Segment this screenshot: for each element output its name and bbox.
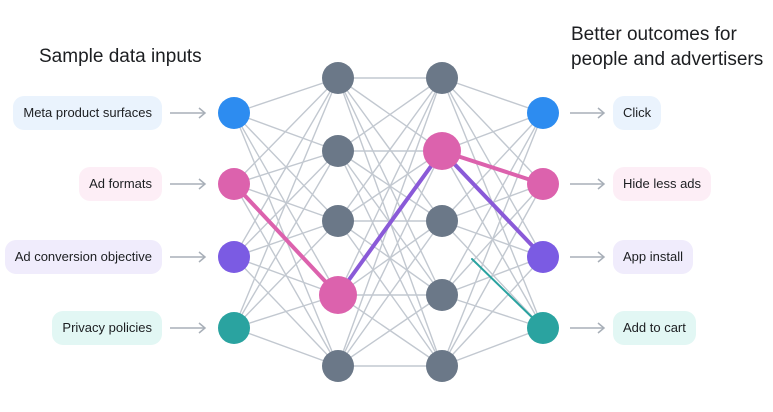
output-arrow-3-head [597, 322, 606, 334]
output-arrow-2-head [597, 251, 606, 263]
edge [233, 77, 339, 185]
edge [337, 77, 443, 152]
hidden-node [426, 350, 458, 382]
hidden-node-active [319, 276, 357, 314]
output-arrow-0-head [597, 107, 606, 119]
input-chip-ad-conversion-objective: Ad conversion objective [4, 240, 162, 274]
edge [337, 150, 443, 367]
edge [441, 327, 544, 367]
edge [337, 220, 443, 367]
edge [441, 77, 544, 185]
outputs-heading: Better outcomes for people and advertise… [571, 22, 763, 72]
hidden-node [426, 205, 458, 237]
edge [441, 77, 544, 114]
edge [441, 183, 544, 367]
input-node [218, 241, 250, 273]
edge [441, 112, 544, 367]
edge [233, 112, 339, 152]
inputs-heading: Sample data inputs [39, 46, 202, 67]
input-chip-privacy-policies: Privacy policies [52, 311, 162, 345]
input-node [218, 97, 250, 129]
highlight-edge-add-to-cart [471, 258, 544, 329]
hidden-node [426, 62, 458, 94]
input-arrow-3-head [198, 322, 207, 334]
output-node [527, 168, 559, 200]
edge [233, 220, 339, 329]
edge [337, 77, 443, 296]
edge [233, 77, 339, 114]
edge [233, 77, 339, 329]
highlight-edge-hidden [336, 149, 444, 297]
input-arrow-0-head [198, 107, 207, 119]
hidden-node [322, 350, 354, 382]
output-node [527, 241, 559, 273]
hidden-node [322, 205, 354, 237]
edge [233, 327, 339, 367]
highlight-edge-app-install [440, 149, 545, 259]
edge [337, 294, 443, 367]
edge [233, 77, 339, 258]
input-chip-ad-formats: Ad formats [79, 167, 162, 201]
network-nodes [218, 62, 559, 382]
arrows [170, 107, 606, 334]
outputs-heading-line-1: Better outcomes for [571, 24, 737, 45]
edge [441, 256, 544, 367]
input-chip-meta-product-surfaces: Meta product surfaces [13, 96, 162, 130]
edge [337, 77, 443, 222]
output-chip-click: Click [613, 96, 662, 130]
output-chip-hide-less-ads: Hide less ads [613, 167, 712, 201]
outputs-heading-line-2: people and advertisers [571, 49, 764, 70]
hidden-node-active [423, 132, 461, 170]
hidden-node [322, 62, 354, 94]
output-chip-add-to-cart: Add to cart [613, 311, 696, 345]
input-node [218, 168, 250, 200]
input-arrow-2-head [198, 251, 207, 263]
hidden-node [322, 135, 354, 167]
output-chip-app-install: App install [613, 240, 693, 274]
hidden-node [426, 279, 458, 311]
output-node [527, 97, 559, 129]
output-node [527, 312, 559, 344]
highlight-edge-ad-formats [232, 182, 340, 297]
input-arrow-1-head [198, 178, 207, 190]
input-node [218, 312, 250, 344]
output-arrow-1-head [597, 178, 606, 190]
